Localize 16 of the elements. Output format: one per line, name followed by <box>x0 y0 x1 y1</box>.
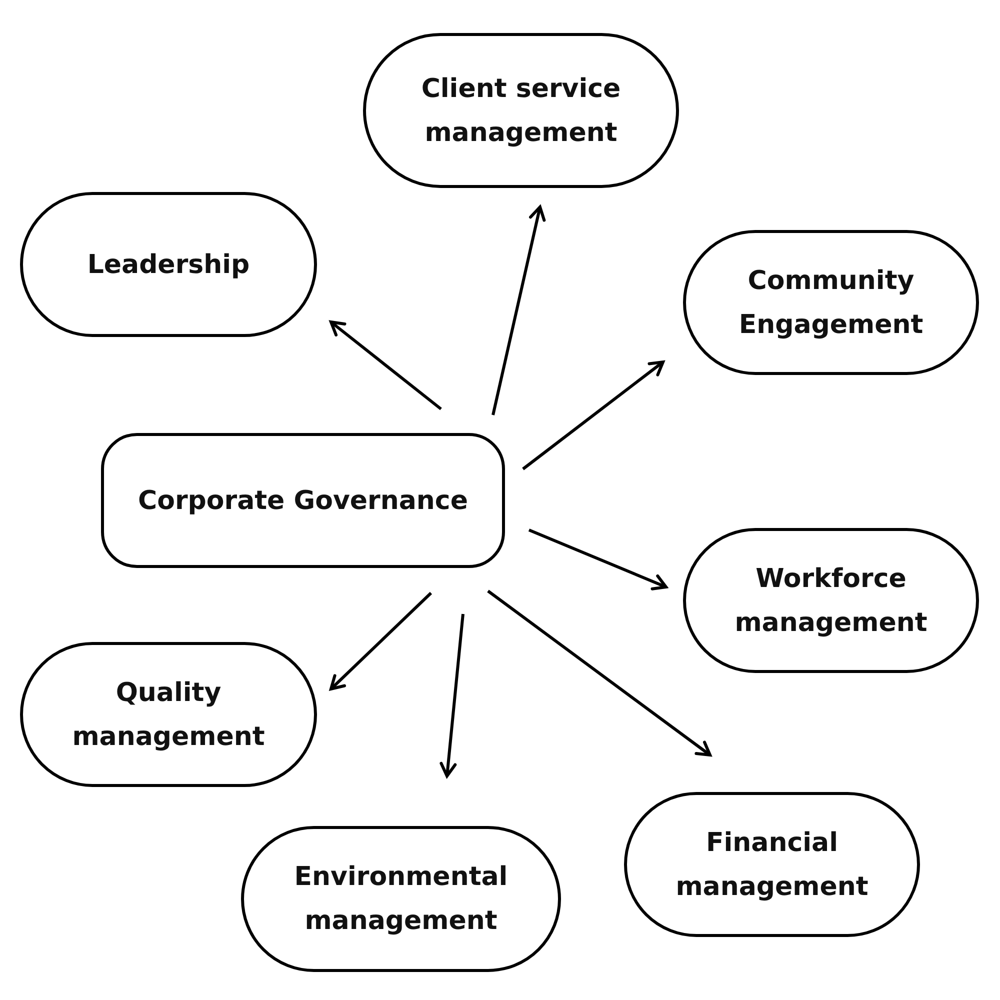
node-label: Corporate Governance <box>138 484 468 518</box>
node-label: Client service management <box>420 72 622 150</box>
node-label: Community Engagement <box>738 264 924 342</box>
arrow <box>492 206 546 416</box>
arrow <box>522 360 664 470</box>
arrow <box>330 320 442 410</box>
node-label: Workforce management <box>734 562 928 640</box>
central-topic-box <box>101 433 505 568</box>
arrow <box>528 528 668 590</box>
arrow <box>440 614 464 778</box>
node-label: Environmental management <box>293 861 509 938</box>
node-label: Leadership <box>87 248 250 282</box>
node-label: Financial management <box>674 826 870 904</box>
node-label: Quality management <box>71 676 266 754</box>
arrow <box>487 590 712 756</box>
arrow <box>330 592 432 690</box>
